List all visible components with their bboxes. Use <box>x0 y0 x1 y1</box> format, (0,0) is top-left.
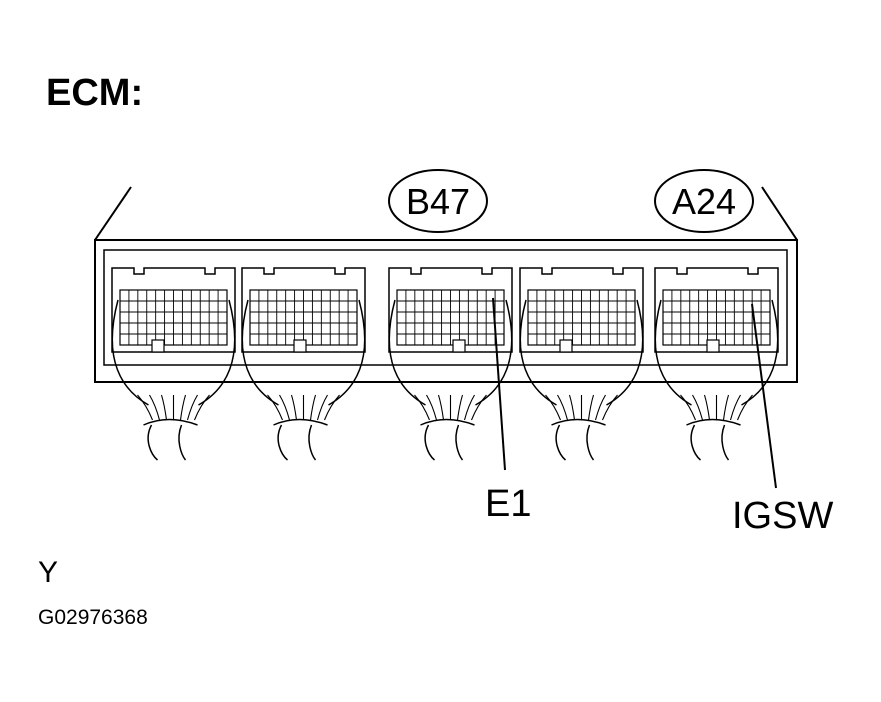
leader-igsw <box>751 303 777 489</box>
wire-harness <box>388 299 513 461</box>
view-mark: Y <box>38 556 59 589</box>
ecm-housing <box>94 186 798 383</box>
connector-label-a24: A24 <box>672 181 736 222</box>
wire-harness <box>111 299 236 461</box>
terminal-label-e1: E1 <box>485 483 531 525</box>
figure-code: G02976368 <box>38 606 148 629</box>
connector-block <box>111 267 236 353</box>
wire-harnesses <box>111 299 779 461</box>
connector-callout-b47: B47 <box>388 169 488 233</box>
connector-blocks <box>111 267 779 353</box>
connector-callout-a24: A24 <box>654 169 754 233</box>
wire-harness <box>654 299 779 461</box>
leader-e1 <box>492 297 506 471</box>
terminal-label-igsw: IGSW <box>732 495 833 537</box>
diagram-title: ECM: <box>46 72 144 114</box>
wire-harness <box>241 299 366 461</box>
connector-block <box>388 267 513 353</box>
connector-label-b47: B47 <box>406 181 470 222</box>
terminal-leaders <box>492 297 777 489</box>
connector-block <box>519 267 644 353</box>
wire-harness <box>519 299 644 461</box>
connector-block <box>654 267 779 353</box>
connector-block <box>241 267 366 353</box>
